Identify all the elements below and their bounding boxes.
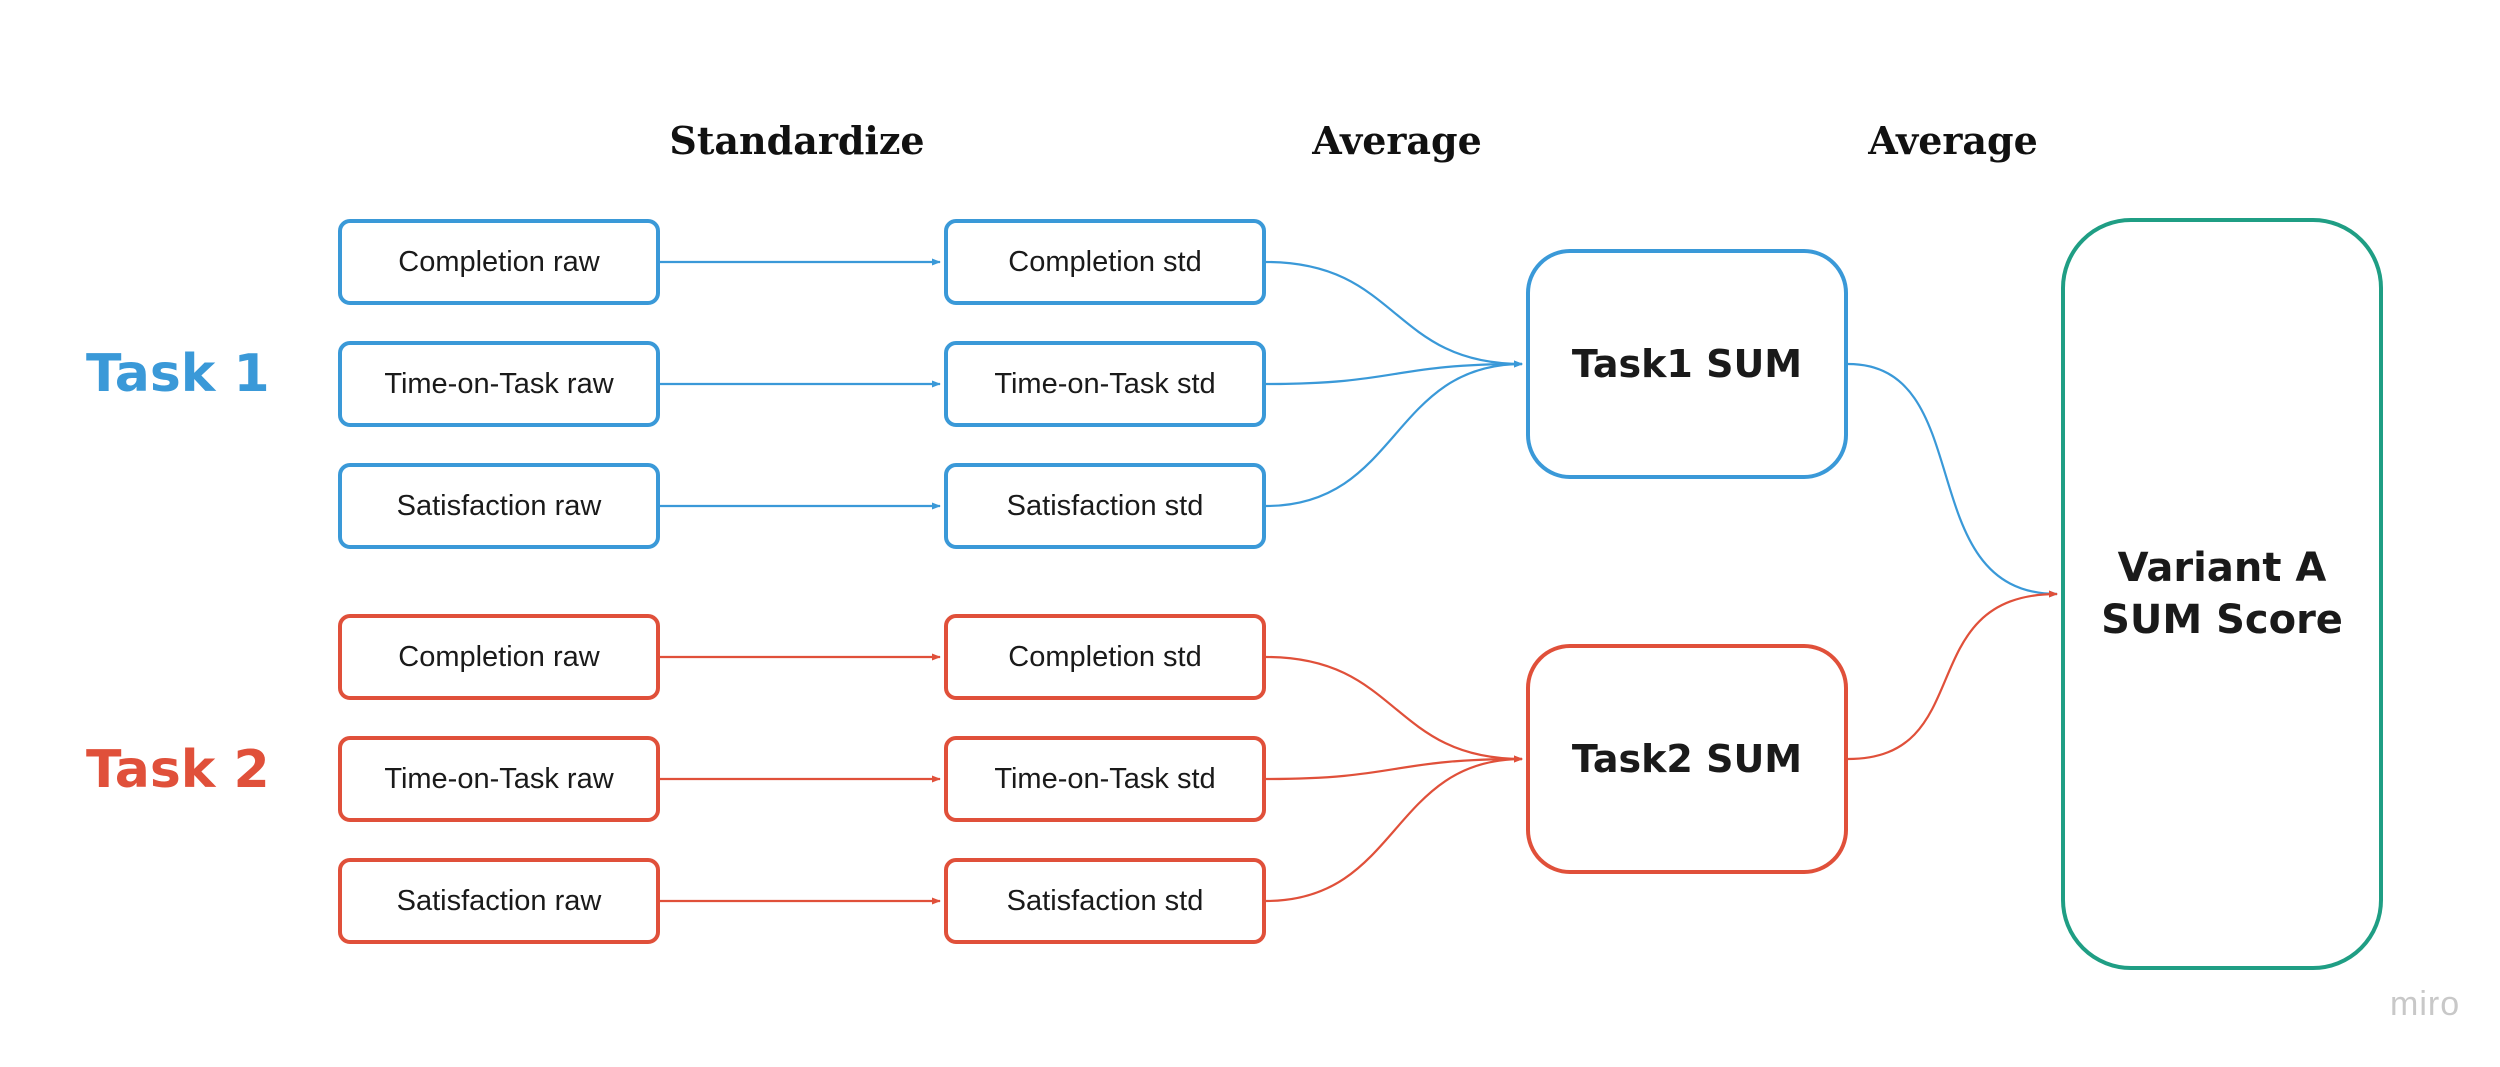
task1-sum-label: Task1 SUM [1571, 342, 1803, 386]
task2-satisfaction-raw-box[interactable]: Satisfaction raw [338, 858, 660, 944]
task2-satisfaction-raw-label: Satisfaction raw [396, 884, 602, 917]
task1-sum-box[interactable]: Task1 SUM [1526, 249, 1848, 479]
task2-completion-raw-box[interactable]: Completion raw [338, 614, 660, 700]
task1-time-on-task-raw-label: Time-on-Task raw [384, 367, 614, 400]
task1-satisfaction-std-label: Satisfaction std [1006, 489, 1204, 522]
task2-completion-raw-label: Completion raw [398, 640, 600, 673]
task1-time-on-task-average-arrow [1265, 360, 1523, 386]
stage-label-standardize: Standardize [669, 118, 925, 163]
task2-completion-std-box[interactable]: Completion std [944, 614, 1266, 700]
task1-completion-std-label: Completion std [1008, 245, 1202, 278]
task1-satisfaction-average-arrow [1265, 360, 1523, 508]
task1-sum-to-final-arrow [1847, 362, 2058, 598]
task1-time-on-task-std-label: Time-on-Task std [994, 367, 1216, 400]
task2-time-on-task-raw-box[interactable]: Time-on-Task raw [338, 736, 660, 822]
task2-satisfaction-std-box[interactable]: Satisfaction std [944, 858, 1266, 944]
task2-completion-average-arrow [1265, 655, 1523, 763]
task1-time-on-task-std-box[interactable]: Time-on-Task std [944, 341, 1266, 427]
task2-label: Task 2 [86, 740, 270, 800]
stage-label-average-1: Average [1312, 118, 1482, 163]
final-label-line1: Variant A [2117, 545, 2327, 591]
stage-label-average-2: Average [1868, 118, 2038, 163]
task2-time-on-task-std-box[interactable]: Time-on-Task std [944, 736, 1266, 822]
task1-completion-average-arrow [1265, 260, 1523, 368]
task2-time-on-task-std-label: Time-on-Task std [994, 762, 1216, 795]
task2-sum-label: Task2 SUM [1571, 737, 1803, 781]
task2-time-on-task-average-arrow [1265, 755, 1523, 781]
task2-satisfaction-std-label: Satisfaction std [1006, 884, 1204, 917]
task1-completion-raw-box[interactable]: Completion raw [338, 219, 660, 305]
task1-completion-std-box[interactable]: Completion std [944, 219, 1266, 305]
task1-time-on-task-raw-box[interactable]: Time-on-Task raw [338, 341, 660, 427]
variant-a-sum-score-box[interactable]: Variant A SUM Score [2061, 218, 2383, 970]
task1-label: Task 1 [86, 344, 270, 404]
final-label-line2: SUM Score [2101, 597, 2343, 643]
task1-satisfaction-raw-label: Satisfaction raw [396, 489, 602, 522]
task2-completion-std-label: Completion std [1008, 640, 1202, 673]
miro-watermark: miro [2390, 985, 2461, 1023]
task1-satisfaction-std-box[interactable]: Satisfaction std [944, 463, 1266, 549]
task2-satisfaction-average-arrow [1265, 755, 1523, 903]
task2-sum-box[interactable]: Task2 SUM [1526, 644, 1848, 874]
task1-completion-raw-label: Completion raw [398, 245, 600, 278]
task2-sum-to-final-arrow [1847, 590, 2058, 761]
task1-satisfaction-raw-box[interactable]: Satisfaction raw [338, 463, 660, 549]
task2-time-on-task-raw-label: Time-on-Task raw [384, 762, 614, 795]
